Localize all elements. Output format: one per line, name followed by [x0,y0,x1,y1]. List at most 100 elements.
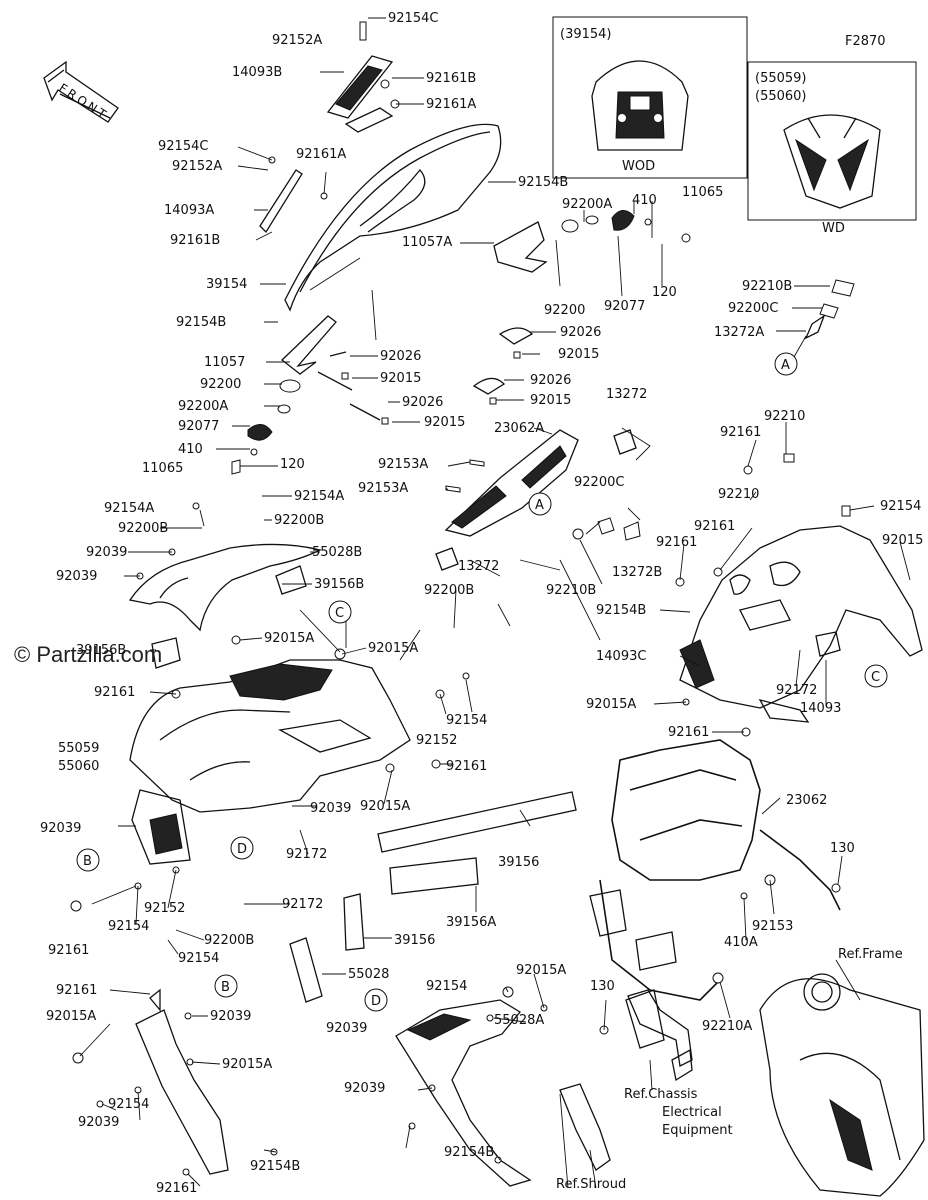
part-label: 11057 [204,355,245,370]
part-label: 92161 [668,725,709,740]
part-label: 92154 [108,919,149,934]
part-label: 92015 [530,393,571,408]
ref-chassis-label: Equipment [662,1123,733,1138]
part-label: 92200 [544,303,585,318]
part-label: 92200B [274,513,324,528]
part-label: 14093B [232,65,282,80]
part-label: 92039 [56,569,97,584]
part-label: 92015 [424,415,465,430]
watermark: © Partzilla.com [14,642,162,667]
inset-windshield: (39154) WOD [552,16,748,179]
part-label: 55028 [348,967,389,982]
part-label: 13272A [714,325,764,340]
part-label: 92154B [444,1145,494,1160]
part-label: 92154B [518,175,568,190]
part-label: 13272 [458,559,499,574]
part-label: 92161A [426,97,476,112]
part-label: 92210 [764,409,805,424]
part-label: 39156 [394,933,435,948]
ref-marker-b: B [83,854,92,869]
top-plates [259,21,400,234]
part-label: 92161 [694,519,735,534]
ref-labels: Ref.Frame Ref.Chassis Electrical Equipme… [556,947,903,1192]
part-label: 92015 [882,533,923,548]
part-label: 410 [632,193,657,208]
windshield [284,123,502,312]
part-label: 92172 [286,847,327,862]
part-label: 92152 [144,901,185,916]
part-label: 14093 [800,701,841,716]
part-label: 92154A [294,489,344,504]
part-label: 130 [830,841,855,856]
part-label: 92161A [296,147,346,162]
part-label: 92200A [178,399,228,414]
part-label: 92039 [86,545,127,560]
fitting-a [804,279,855,340]
part-label: 92015 [558,347,599,362]
part-label: 92161 [48,943,89,958]
ref-shroud-label: Ref.Shroud [556,1177,626,1192]
part-label: 92154C [158,139,208,154]
part-label: 92200 [200,377,241,392]
part-label: 92200B [204,933,254,948]
part-label: 92077 [604,299,645,314]
part-label: 92172 [776,683,817,698]
part-label: 92161 [94,685,135,700]
upper-cowl [70,635,470,912]
ref-marker-a: A [535,498,544,513]
inset-cowl: (55059) (55060) WD [747,61,917,236]
part-label: 92154 [178,951,219,966]
part-label: 92154 [880,499,921,514]
ref-chassis-label: Ref.Chassis [624,1087,698,1102]
part-label: 92015A [360,799,410,814]
part-label: 92154C [388,11,438,26]
part-label: 55059 [58,741,99,756]
part-label: 92161 [156,1181,197,1196]
part-labels: 92154C 92152A 14093B 92161B 92161A 92154… [40,11,923,1196]
part-label: 92154B [250,1159,300,1174]
part-label: 92153A [358,481,408,496]
part-label: 92015A [586,697,636,712]
leader-lines [79,17,911,1189]
part-label: 92039 [78,1115,119,1130]
part-label: 92200B [118,521,168,536]
part-label: 92161 [56,983,97,998]
ref-marker-a: A [781,358,790,373]
part-label: 92200C [574,475,624,490]
inset-code: (39154) [560,27,612,42]
part-label: 39154 [206,277,247,292]
figure-code: F2870 [845,34,886,49]
part-label: 92015A [516,963,566,978]
part-label: 92039 [344,1081,385,1096]
inset-caption: WD [822,221,845,236]
part-label: 11065 [682,185,723,200]
part-label: 39156B [76,643,126,658]
part-label: 92210A [702,1019,752,1034]
part-label: 92039 [40,821,81,836]
part-label: 92161 [656,535,697,550]
part-label: 92015A [46,1009,96,1024]
part-label: 92161B [426,71,476,86]
ref-marker-d: D [371,994,381,1009]
part-label: 92015 [380,371,421,386]
part-label: 120 [280,457,305,472]
strips [151,565,577,1003]
bracket-23062a [435,429,641,571]
part-label: 39156A [446,915,496,930]
part-label: 23062 [786,793,827,808]
part-label: 92172 [282,897,323,912]
front-arrow: FRONT [43,60,119,123]
part-label: 14093A [164,203,214,218]
part-label: 92039 [326,1021,367,1036]
electrical-bracket [627,989,693,1067]
inset-code-1: (55059) [755,71,807,86]
ref-marker-d: D [237,842,247,857]
ref-chassis-label: Electrical [662,1105,722,1120]
part-label: 92161 [720,425,761,440]
lower-fairing-center [395,986,611,1187]
part-label: 13272B [612,565,662,580]
part-label: 92200C [728,301,778,316]
part-label: 13272 [606,387,647,402]
part-label: 92077 [178,419,219,434]
